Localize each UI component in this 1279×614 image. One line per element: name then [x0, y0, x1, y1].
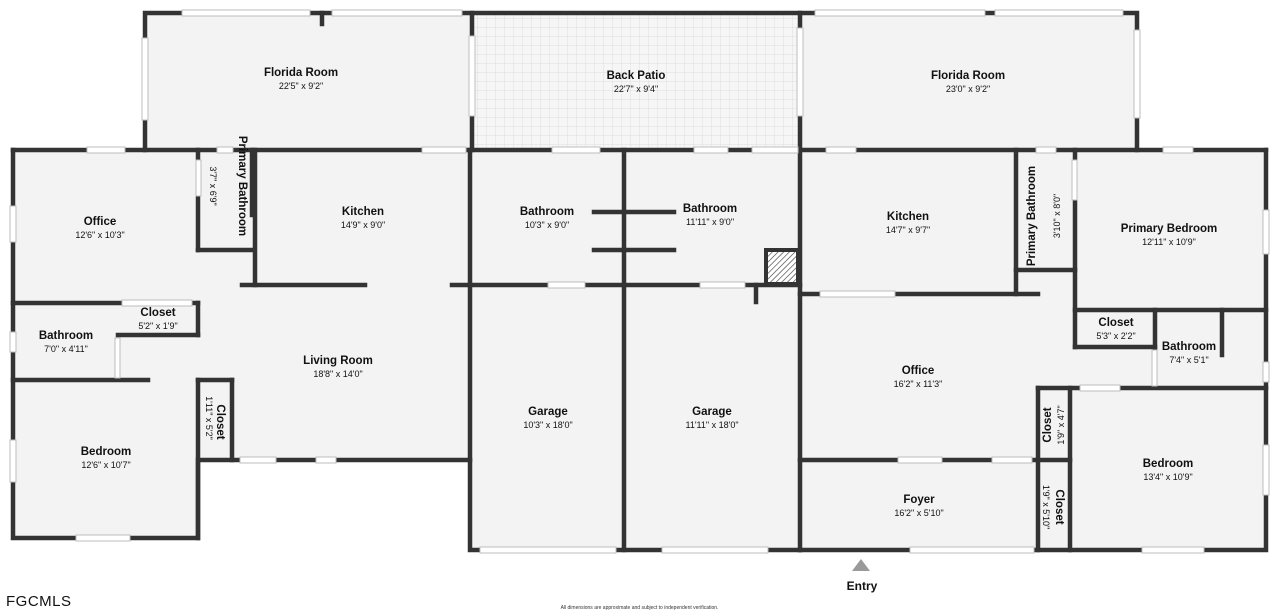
room-dim-primary-bedroom: 12'11" x 10'9": [1142, 237, 1196, 247]
chimney: [764, 248, 800, 286]
room-dim-closet-left-vertical: 1'11" x 5'2": [204, 396, 214, 440]
room-dim-living-room: 18'8" x 14'0": [313, 369, 362, 379]
rotated-labels: Primary Bathroom 3'7" x 6'9" Closet 1'11…: [204, 136, 1066, 529]
room-name-closet-right-top: Closet: [1098, 317, 1133, 329]
room-name-living-room: Living Room: [303, 355, 373, 367]
room-name-florida-room-left: Florida Room: [264, 67, 338, 79]
patio-tiles: [472, 13, 800, 150]
room-name-back-patio: Back Patio: [607, 70, 666, 82]
room-dim-bedroom-left: 12'6" x 10'7": [81, 460, 130, 470]
room-dim-closet-right-vertical-top: 1'9" x 4'7": [1056, 405, 1066, 444]
room-dim-kitchen-right: 14'7" x 9'7": [886, 225, 930, 235]
brand-logo: FGCMLS: [6, 593, 72, 610]
room-name-bedroom-left: Bedroom: [81, 446, 131, 458]
room-dim-office-left: 12'6" x 10'3": [75, 230, 124, 240]
room-dim-garage-left: 10'3" x 18'0": [523, 420, 572, 430]
room-labels: Florida Room 22'5" x 9'2" Back Patio 22'…: [39, 67, 1217, 518]
room-name-office-left: Office: [84, 216, 117, 228]
room-name-primary-bedroom: Primary Bedroom: [1121, 223, 1218, 235]
room-dim-primary-bath-left: 3'7" x 6'9": [208, 166, 218, 205]
room-dim-garage-right: 11'11" x 18'0": [685, 420, 738, 430]
room-name-bathroom-mid-left: Bathroom: [520, 206, 574, 218]
room-name-bathroom-left: Bathroom: [39, 330, 93, 342]
room-dim-closet-right-vertical-bottom: 1'9" x 5'10": [1041, 485, 1051, 529]
room-dim-bathroom-right: 7'4" x 5'1": [1169, 355, 1208, 365]
room-dim-office-right: 16'2" x 11'3": [894, 379, 943, 389]
room-name-kitchen-right: Kitchen: [887, 211, 929, 223]
window-openings: [9, 9, 1270, 554]
floor-areas: [13, 13, 1266, 550]
room-name-closet-right-vertical-bottom: Closet: [1053, 489, 1065, 524]
room-dim-florida-room-left: 22'5" x 9'2": [279, 81, 323, 91]
room-dim-foyer: 16'2" x 5'10": [894, 508, 943, 518]
room-name-bedroom-right: Bedroom: [1143, 458, 1193, 470]
room-dim-primary-bath-right: 3'10" x 8'0": [1052, 194, 1062, 238]
disclaimer-text: All dimensions are approximate and subje…: [560, 605, 719, 611]
room-dim-back-patio: 22'7" x 9'4": [614, 84, 658, 94]
room-dim-kitchen-left: 14'9" x 9'0": [341, 220, 385, 230]
room-dim-bedroom-right: 13'4" x 10'9": [1143, 472, 1192, 482]
room-dim-closet-left-top: 5'2" x 1'9": [138, 321, 177, 331]
room-name-primary-bath-left: Primary Bathroom: [236, 136, 248, 236]
entry-arrow-icon: [852, 559, 870, 571]
room-name-garage-right: Garage: [692, 406, 732, 418]
room-name-closet-left-top: Closet: [140, 307, 175, 319]
room-dim-florida-room-right: 23'0" x 9'2": [946, 84, 990, 94]
room-name-office-right: Office: [902, 365, 935, 377]
room-name-bathroom-mid-right: Bathroom: [683, 203, 737, 215]
room-name-florida-room-right: Florida Room: [931, 70, 1005, 82]
room-dim-bathroom-left: 7'0" x 4'11": [44, 344, 88, 354]
room-name-bathroom-right: Bathroom: [1162, 341, 1216, 353]
room-name-primary-bath-right: Primary Bathroom: [1026, 166, 1038, 266]
room-dim-bathroom-mid-right: 11'11" x 9'0": [686, 217, 734, 227]
room-name-foyer: Foyer: [903, 494, 935, 506]
room-name-garage-left: Garage: [528, 406, 568, 418]
room-name-kitchen-left: Kitchen: [342, 206, 384, 218]
room-dim-closet-right-top: 5'3" x 2'2": [1096, 331, 1135, 341]
room-name-closet-right-vertical-top: Closet: [1042, 407, 1054, 442]
entry-label: Entry: [847, 579, 878, 593]
room-dim-bathroom-mid-left: 10'3" x 9'0": [525, 220, 569, 230]
room-name-closet-left-vertical: Closet: [214, 404, 226, 439]
